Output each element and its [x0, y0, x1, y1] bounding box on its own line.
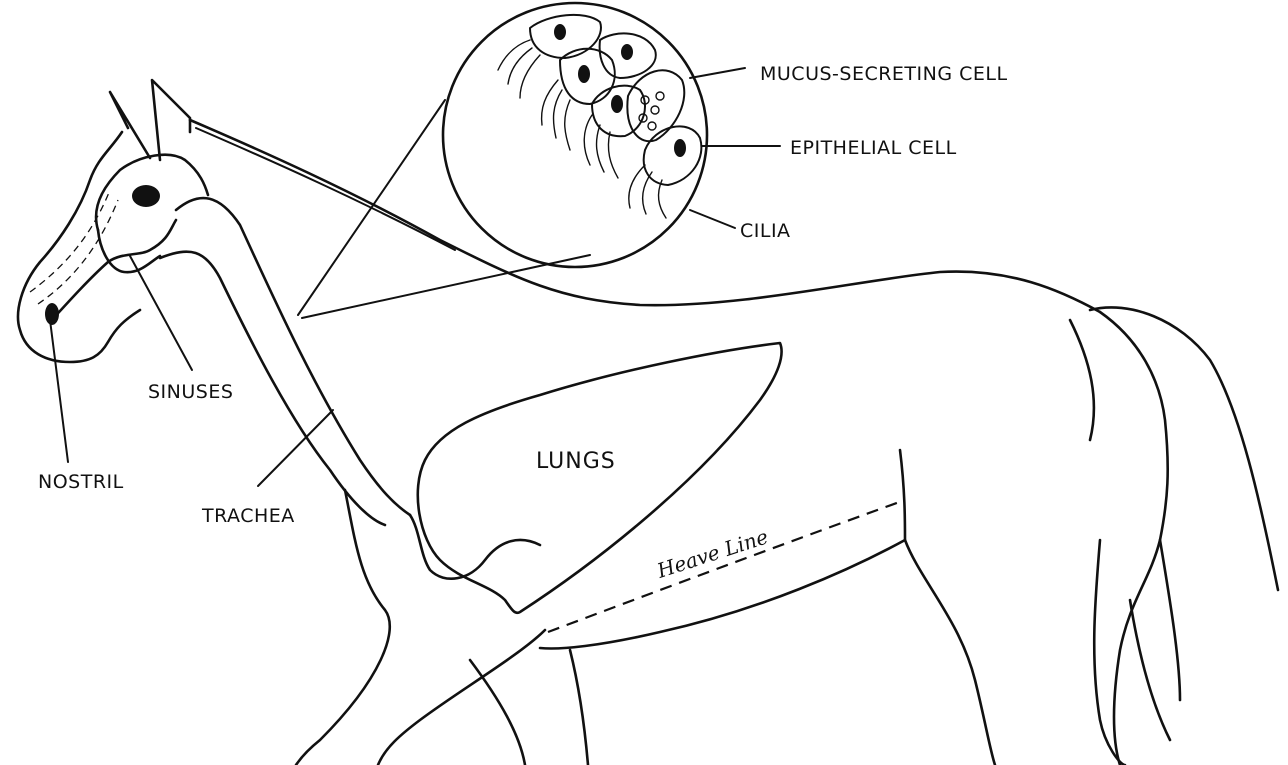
label-mucus-secreting-cell: MUCUS-SECRETING CELL [760, 63, 1008, 85]
label-cilia: CILIA [740, 220, 791, 242]
leader-mucus [690, 68, 745, 78]
label-heave-line: Heave Line [653, 524, 771, 583]
zoom-line-lower [302, 255, 590, 318]
label-nostril: NOSTRIL [38, 471, 124, 493]
eye [132, 185, 160, 207]
nostril-opening [45, 303, 59, 325]
label-sinuses: SINUSES [148, 381, 233, 403]
horse-outline [18, 80, 1278, 765]
leader-cilia [690, 210, 735, 228]
label-epithelial-cell: EPITHELIAL CELL [790, 137, 957, 159]
label-lungs: LUNGS [536, 449, 616, 474]
leader-lines [50, 68, 780, 486]
zoom-line-upper [298, 100, 445, 315]
label-trachea: TRACHEA [201, 505, 295, 527]
leader-sinuses [130, 256, 192, 370]
leader-nostril [50, 320, 68, 462]
